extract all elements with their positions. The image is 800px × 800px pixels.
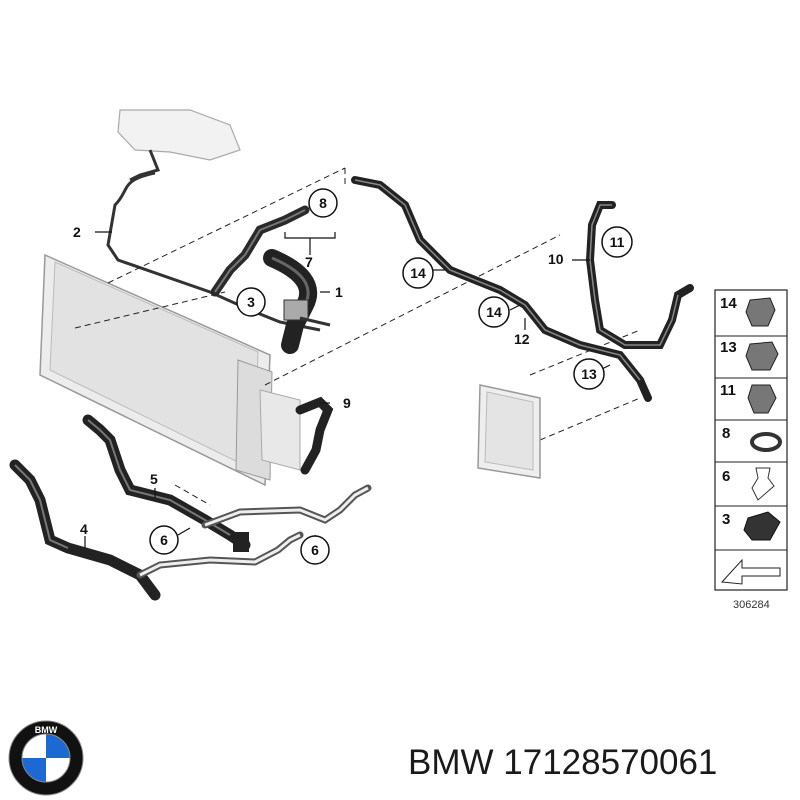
legend-item-3: 3 (722, 511, 781, 541)
svg-text:5: 5 (150, 471, 158, 487)
callout-10: 10 (548, 251, 564, 267)
callout-14b: 14 (478, 296, 510, 328)
auxiliary-cooler (477, 384, 541, 479)
callout-7: 7 (305, 254, 313, 270)
svg-text:7: 7 (305, 254, 313, 270)
svg-text:14: 14 (720, 295, 737, 312)
parts-legend: 14 13 11 8 6 3 (714, 289, 788, 591)
callout-6a: 6 (149, 525, 179, 555)
svg-text:3: 3 (247, 294, 255, 310)
svg-text:6: 6 (160, 532, 168, 548)
callout-13: 13 (573, 358, 605, 390)
svg-text:6: 6 (311, 542, 319, 558)
hose-8 (210, 205, 310, 297)
svg-text:10: 10 (548, 251, 564, 267)
legend-item-8: 8 (722, 425, 782, 452)
logo-text: BMW (35, 725, 58, 735)
svg-text:12: 12 (514, 331, 530, 347)
svg-text:8: 8 (319, 195, 327, 211)
callout-5: 5 (150, 471, 158, 487)
callout-9: 9 (343, 395, 351, 411)
legend-item-14: 14 (720, 295, 776, 327)
callout-8: 8 (308, 188, 338, 218)
svg-text:6: 6 (722, 468, 730, 485)
callout-14a: 14 (402, 257, 434, 289)
legend-item-6: 6 (722, 467, 775, 501)
brand-name: BMW (408, 743, 494, 782)
svg-text:11: 11 (610, 234, 625, 250)
svg-text:3: 3 (722, 511, 730, 528)
hose-10 (585, 201, 694, 349)
hose-12-14 (351, 176, 652, 402)
bmw-logo: BMW (8, 720, 84, 796)
svg-text:8: 8 (722, 425, 730, 442)
radiator (39, 253, 301, 487)
svg-text:9: 9 (343, 395, 351, 411)
arrow-icon (720, 558, 781, 585)
svg-text:14: 14 (486, 304, 502, 320)
callout-3: 3 (236, 287, 266, 317)
legend-item-11: 11 (720, 382, 777, 414)
svg-text:2: 2 (73, 224, 81, 240)
svg-text:1: 1 (335, 284, 343, 300)
hose-9 (295, 396, 334, 475)
callout-11: 11 (601, 226, 633, 258)
leader-lines (74, 167, 641, 506)
svg-text:14: 14 (410, 265, 426, 281)
drawing-number: 306284 (733, 599, 770, 611)
svg-text:13: 13 (720, 339, 737, 356)
svg-text:4: 4 (80, 521, 88, 537)
callout-2: 2 (73, 224, 81, 240)
expansion-tank (117, 109, 241, 161)
part-number: 17128570061 (503, 743, 718, 782)
svg-text:13: 13 (581, 366, 597, 382)
callout-6b: 6 (300, 535, 330, 565)
callout-12: 12 (514, 331, 530, 347)
svg-text:11: 11 (720, 382, 736, 399)
callout-1: 1 (335, 284, 343, 300)
legend-item-13: 13 (720, 339, 779, 371)
callout-4: 4 (80, 521, 88, 537)
part-caption: BMW 17128570061 (408, 738, 788, 788)
